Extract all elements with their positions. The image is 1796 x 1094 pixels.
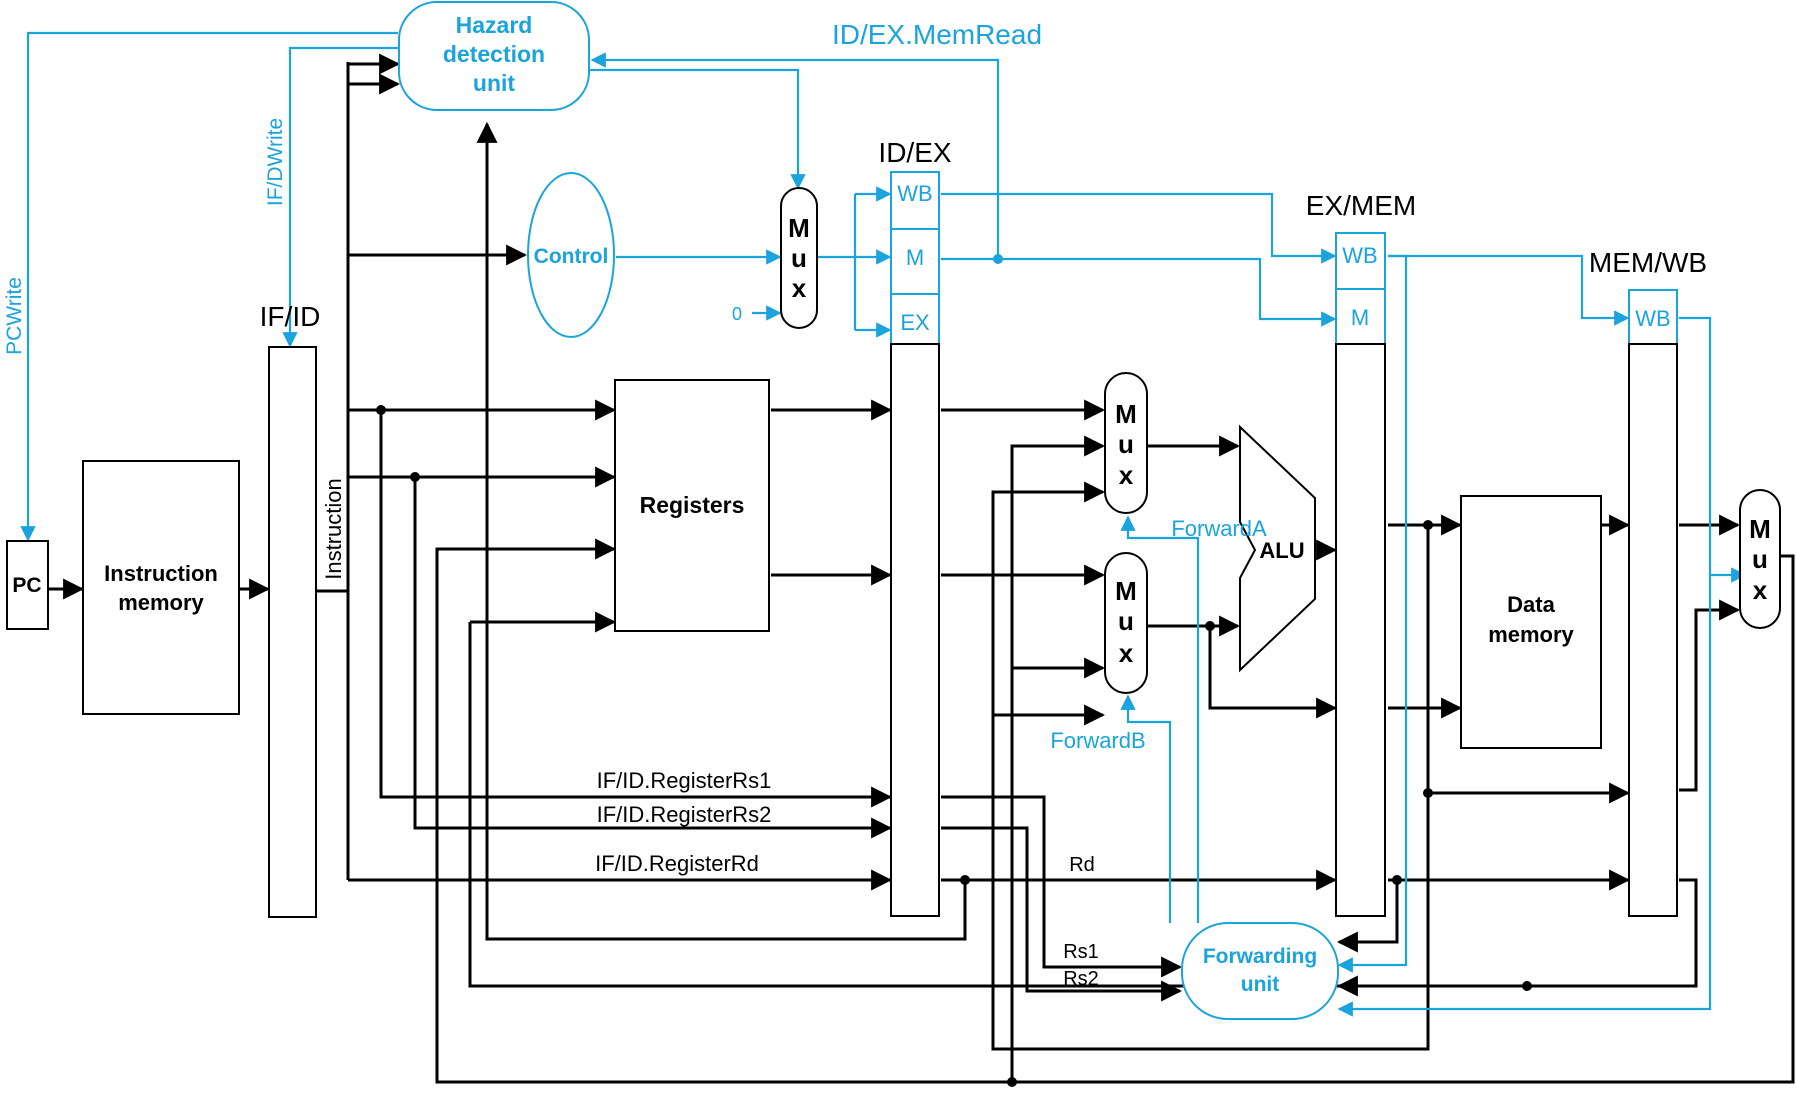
ex-mem-m-field: M [1351, 305, 1369, 330]
alu: ALU [1239, 424, 1316, 673]
data-memory: Data memory [1460, 495, 1602, 749]
mux-a-letter-x: x [1119, 460, 1134, 490]
rd-field-label: IF/ID.RegisterRd [595, 851, 759, 876]
control-wires [20, 31, 1747, 1017]
mux-a-letter-u: u [1118, 429, 1134, 459]
registers-label: Registers [640, 492, 745, 518]
forwarding-label-1: Forwarding [1203, 945, 1317, 968]
pc-register: PC [6, 540, 49, 630]
forward-a-mux: M u x [1104, 372, 1148, 514]
forward-a-label: ForwardA [1171, 516, 1267, 541]
hazard-label-3: unit [473, 70, 515, 96]
id-ex-wb-field: WB [897, 181, 932, 206]
forwarding-unit: Forwarding unit [1181, 922, 1339, 1020]
register-file: Registers [614, 379, 770, 632]
alu-label: ALU [1259, 538, 1304, 563]
id-ex-register: WB M EX ID/EX [878, 137, 952, 917]
mux-b-letter-u: u [1118, 606, 1134, 636]
control-junctions [993, 254, 1003, 264]
control-label: Control [534, 245, 609, 268]
rs1-field-label: IF/ID.RegisterRs1 [597, 768, 772, 793]
rs1-label: Rs1 [1063, 941, 1099, 963]
data-memory-label-1: Data [1507, 592, 1555, 617]
ex-mem-wb-field: WB [1342, 243, 1377, 268]
wb-mux-letter-x: x [1753, 575, 1768, 605]
forward-b-label: ForwardB [1050, 728, 1145, 753]
instruction-signal-label: Instruction [321, 478, 346, 580]
hazard-label-1: Hazard [456, 12, 533, 38]
rs2-field-label: IF/ID.RegisterRs2 [597, 802, 772, 827]
wb-mux-letter-m: M [1749, 514, 1771, 544]
control-mux-letter-m: M [788, 213, 810, 243]
control-mux-letter-u: u [791, 243, 807, 273]
zero-input-label: 0 [732, 304, 742, 324]
mux-b-letter-m: M [1115, 576, 1137, 606]
hazard-detection-unit: Hazard detection unit [398, 1, 590, 111]
if-id-label: IF/ID [260, 301, 321, 332]
writeback-mux: M u x [1739, 489, 1781, 629]
pc-label: PC [12, 574, 41, 597]
ex-mem-register: WB M EX/MEM [1306, 190, 1416, 917]
hazard-label-2: detection [443, 41, 545, 67]
id-ex-m-field: M [906, 245, 924, 270]
if-d-write-label: IF/DWrite [264, 118, 287, 206]
instruction-memory-label-2: memory [118, 590, 204, 615]
datapath-wires [48, 53, 1795, 1084]
mem-wb-register: WB MEM/WB [1589, 247, 1707, 917]
mem-wb-wb-field: WB [1635, 306, 1670, 331]
datapath-junctions [376, 405, 1532, 1087]
forward-b-mux: M u x [1104, 552, 1148, 694]
instruction-memory-label-1: Instruction [104, 561, 218, 586]
id-ex-label: ID/EX [878, 137, 951, 168]
id-ex-ex-field: EX [900, 310, 930, 335]
forwarding-label-2: unit [1241, 973, 1279, 996]
control-mux-letter-x: x [792, 273, 807, 303]
mux-a-letter-m: M [1115, 399, 1137, 429]
mem-wb-label: MEM/WB [1589, 247, 1707, 278]
rs2-label: Rs2 [1063, 968, 1099, 990]
ex-mem-label: EX/MEM [1306, 190, 1416, 221]
instruction-memory: Instruction memory [82, 460, 240, 715]
if-id-register: IF/ID [260, 301, 321, 918]
mux-b-letter-x: x [1119, 638, 1134, 668]
control-mux: M u x [780, 187, 818, 329]
id-ex-memread-label: ID/EX.MemRead [832, 19, 1042, 50]
data-memory-label-2: memory [1488, 622, 1574, 647]
wb-mux-letter-u: u [1752, 544, 1768, 574]
control-unit: Control [527, 172, 615, 338]
pc-write-label: PCWrite [3, 277, 26, 355]
rd-label: Rd [1069, 854, 1095, 876]
